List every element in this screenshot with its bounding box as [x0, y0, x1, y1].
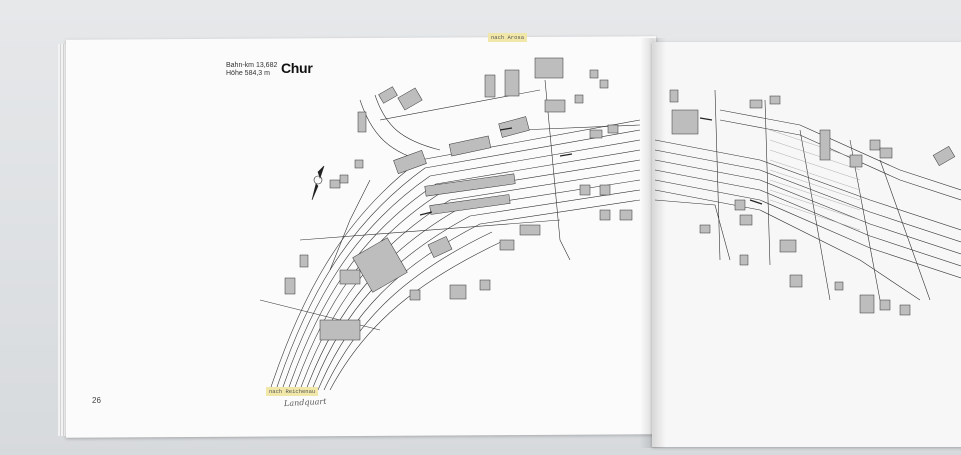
track-direction-arrows [419, 117, 763, 216]
tape-bottom: nach Reichenau [266, 387, 319, 396]
buildings-left [284, 57, 633, 341]
right-page [652, 42, 961, 447]
book-gutter [640, 38, 666, 448]
page-number: 26 [92, 396, 101, 405]
tape-top: nach Arosa [488, 33, 528, 42]
buildings-right [669, 89, 956, 316]
city-title: Chur [281, 60, 313, 76]
track-lines-left [259, 79, 641, 391]
track-lines-right [654, 89, 961, 301]
hoehe-label: Höhe 584,3 m [226, 70, 270, 77]
station-header: Bahn-km 13,682 Höhe 584,3 m [226, 62, 277, 78]
north-arrow-icon [311, 165, 325, 201]
station-hatch-right [769, 129, 861, 231]
bahn-km-label: Bahn-km 13,682 [226, 62, 278, 69]
